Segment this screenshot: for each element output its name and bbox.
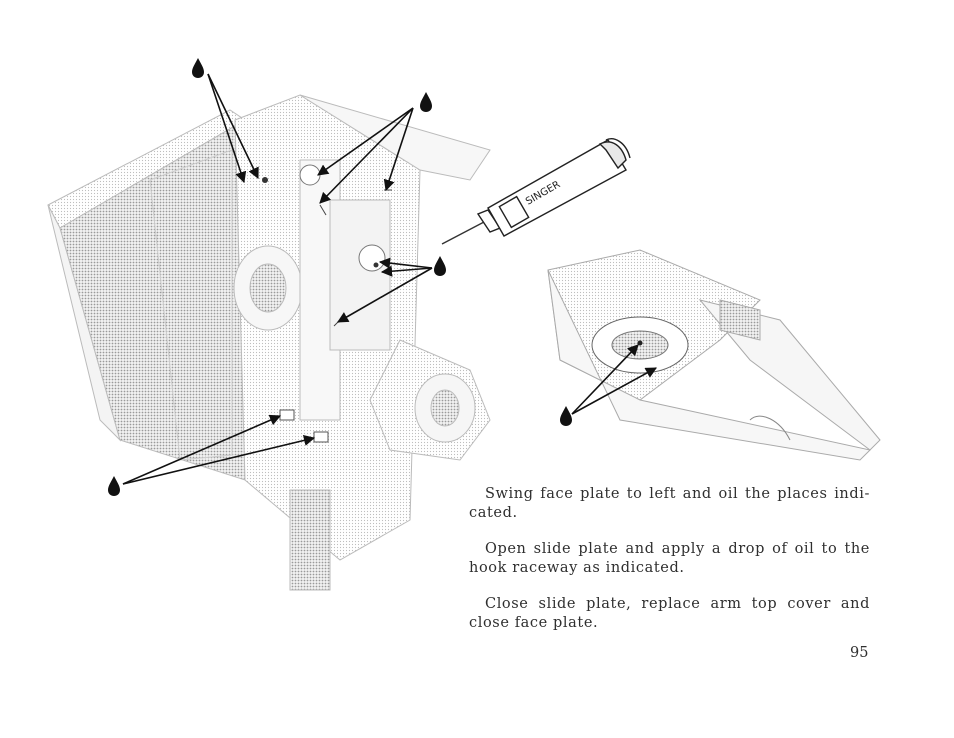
oil-arrows-left [122,73,433,485]
oil-drop-icon [108,58,572,496]
instruction-paragraph-1: Swing face plate to left and oil the pla… [469,486,870,521]
instructions-text: Swing face plate to left and oil the pla… [469,485,870,650]
oil-can-drawing: SINGER [441,138,631,245]
machine-head-drawing [47,94,491,591]
oil-arrows-right [571,344,657,415]
bed-slide-plate-drawing [547,249,881,461]
page-number: 95 [850,645,869,661]
instruction-paragraph-2: Open slide plate and apply a drop of oil… [469,541,870,576]
instruction-paragraph-3: Close slide plate, replace arm top cover… [469,596,870,631]
